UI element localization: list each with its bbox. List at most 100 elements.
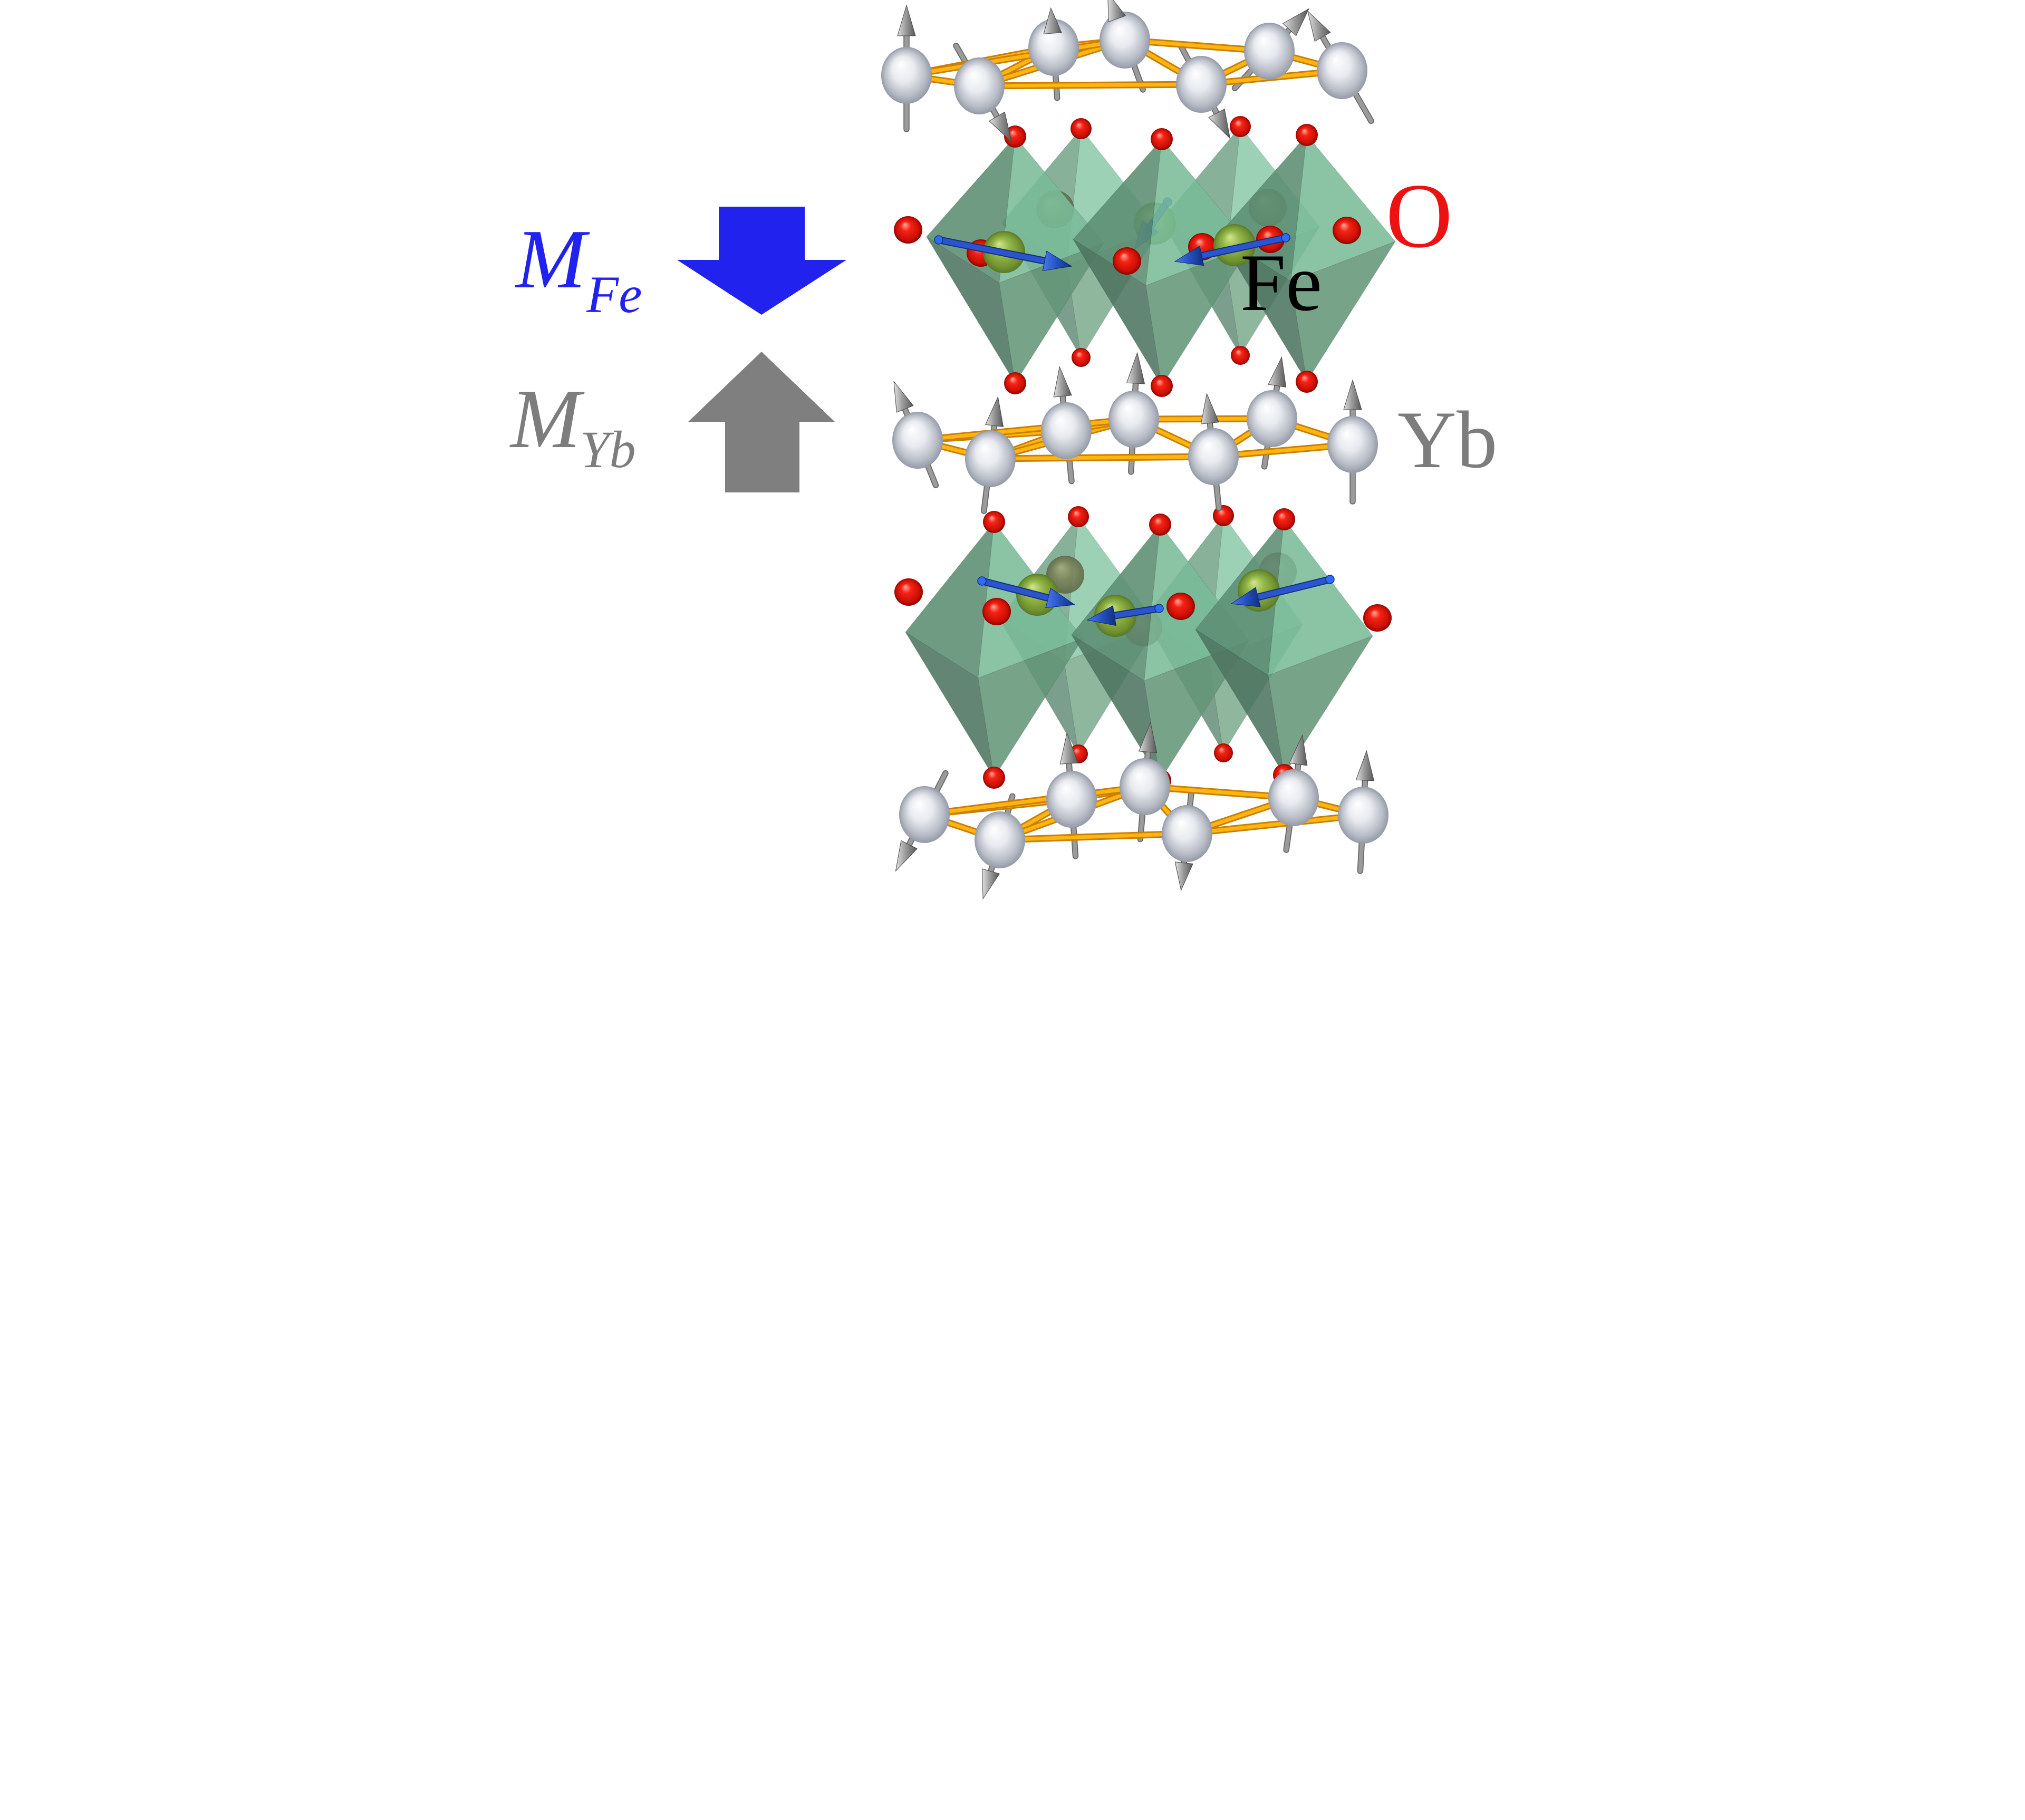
- legend: [677, 207, 846, 492]
- o-fe-atom-occluded: [1046, 556, 1084, 594]
- fe-moment-arrow-tail-cap: [1325, 575, 1335, 584]
- yb-atom: [1162, 805, 1212, 862]
- yb-atom: [1120, 758, 1170, 815]
- yb-moment-arrow-head: [897, 4, 916, 36]
- yb-moment-arrow-head: [1059, 732, 1078, 764]
- o-atom: [982, 598, 1011, 625]
- o-atom: [1072, 348, 1091, 367]
- yb-moment-arrow-head: [893, 381, 914, 413]
- o-atom: [1230, 116, 1251, 137]
- yb-atom: [892, 412, 943, 469]
- fe-moment-arrow-tail-cap: [934, 235, 943, 245]
- fe-moment-arrow-head: [1174, 245, 1204, 266]
- yb-bond-highlight: [922, 785, 1147, 817]
- yb-atom: [1244, 23, 1295, 80]
- yb-layer-middle: [892, 352, 1378, 515]
- fe-moment-arrow-tail-cap: [1154, 604, 1164, 613]
- fe-moment-arrow-shaft: [1112, 606, 1162, 618]
- yb-moment-arrow-head: [1307, 10, 1331, 42]
- yb-arrow-heads: [895, 721, 1375, 900]
- yb-bond-highlight: [977, 82, 1203, 88]
- yb-moment-arrow-head: [1282, 8, 1310, 36]
- o-atom: [1151, 375, 1173, 397]
- o-atom: [1333, 217, 1361, 244]
- fe-moment-arrow-tail-cap: [1281, 233, 1290, 243]
- yb-atom: [954, 57, 1005, 114]
- yb-atom: [1338, 787, 1388, 844]
- yb-atom: [1317, 42, 1367, 99]
- fe-moment-arrow-tail-cap: [977, 576, 987, 586]
- o-atom: [1231, 346, 1250, 365]
- o-atom: [894, 216, 922, 244]
- yb-layer-top: [881, 0, 1374, 143]
- yb-bond-highlight: [915, 417, 1136, 442]
- o-atom: [894, 578, 923, 606]
- yb-atom: [1028, 19, 1079, 76]
- yb-moment-arrow-head: [1053, 365, 1072, 398]
- o-atom: [1004, 372, 1026, 394]
- yb-moment-arrow-head: [1355, 750, 1375, 781]
- yb-moment-arrow-head: [1200, 392, 1219, 424]
- yb-moment-arrow-head: [982, 868, 1000, 900]
- o-atom: [1273, 508, 1295, 530]
- yb-layer-bottom: [895, 721, 1388, 900]
- legend-myb-label-subscript: Yb: [580, 420, 636, 479]
- o-atom: [1166, 593, 1195, 620]
- fe-moment-arrow-shaft: [1255, 577, 1333, 600]
- yb-moment-arrow-head: [1126, 352, 1145, 384]
- yb-atom: [1176, 56, 1227, 113]
- yb-moment-arrow-head: [985, 396, 1004, 428]
- yb-moment-arrow-head: [1043, 7, 1062, 34]
- fe-moment-arrow-shaft: [979, 578, 1051, 601]
- yb-atom: [1046, 771, 1097, 828]
- yb-moment-arrow-head: [1107, 0, 1126, 23]
- o-atom: [1151, 128, 1173, 150]
- o-atom: [983, 511, 1005, 533]
- fe-moment-arrow-head: [1045, 587, 1076, 608]
- yb-atom: [899, 786, 950, 843]
- yb-bond-highlight: [998, 831, 1189, 842]
- yb-bond-highlight: [1185, 813, 1365, 836]
- yb-atom: [1041, 402, 1092, 459]
- yb-moment-arrow-head: [988, 111, 1012, 143]
- o-atom: [1071, 118, 1092, 139]
- legend-myb-label: M: [509, 372, 585, 466]
- yb-moment-arrow-head: [1268, 356, 1287, 388]
- octahedra-layer-lower: [894, 505, 1392, 791]
- yb-bond-highlight: [904, 38, 1127, 78]
- yb-moment-arrow-head: [1343, 379, 1362, 410]
- yb-moment-arrow-head: [895, 840, 918, 872]
- fe-moment-arrow-shaft: [1199, 235, 1288, 259]
- fe-moment-arrow-head: [1086, 605, 1116, 626]
- o-atom: [1004, 125, 1026, 148]
- fe-moment-arrow-shaft: [936, 237, 1047, 264]
- yb-atom: [1268, 769, 1319, 826]
- yb-atom: [1108, 391, 1159, 448]
- o-atom: [1214, 743, 1233, 762]
- o-atom: [1149, 514, 1171, 536]
- feo6-octahedron-face: [978, 638, 1083, 779]
- yb-arrow-heads: [893, 352, 1362, 428]
- yb-spheres: [881, 12, 1367, 114]
- o-atom: [1363, 604, 1392, 632]
- yb-moment-arrow-head: [1139, 721, 1158, 753]
- legend-myb-arrow: [725, 422, 799, 492]
- feo6-octahedron-face: [1145, 245, 1251, 387]
- feo6-octahedron-face: [1268, 635, 1373, 776]
- legend-mfe-label-subscript: Fe: [586, 265, 642, 324]
- yb-moment-arrow-head: [1174, 861, 1193, 892]
- yb-moment-arrow-head: [1289, 734, 1308, 766]
- yb-atom: [1100, 12, 1150, 69]
- yb-moment-arrow-head: [1208, 109, 1231, 139]
- yb-spheres: [892, 390, 1378, 487]
- o-atom: [1113, 247, 1141, 275]
- o-atom: [1296, 124, 1318, 146]
- feo6-octahedron-face: [1290, 241, 1396, 383]
- yb-label: Yb: [1397, 394, 1497, 485]
- yb-bond-highlight: [988, 454, 1216, 461]
- fe-label: Fe: [1240, 237, 1322, 328]
- legend-mfe-arrow-head: [677, 260, 846, 315]
